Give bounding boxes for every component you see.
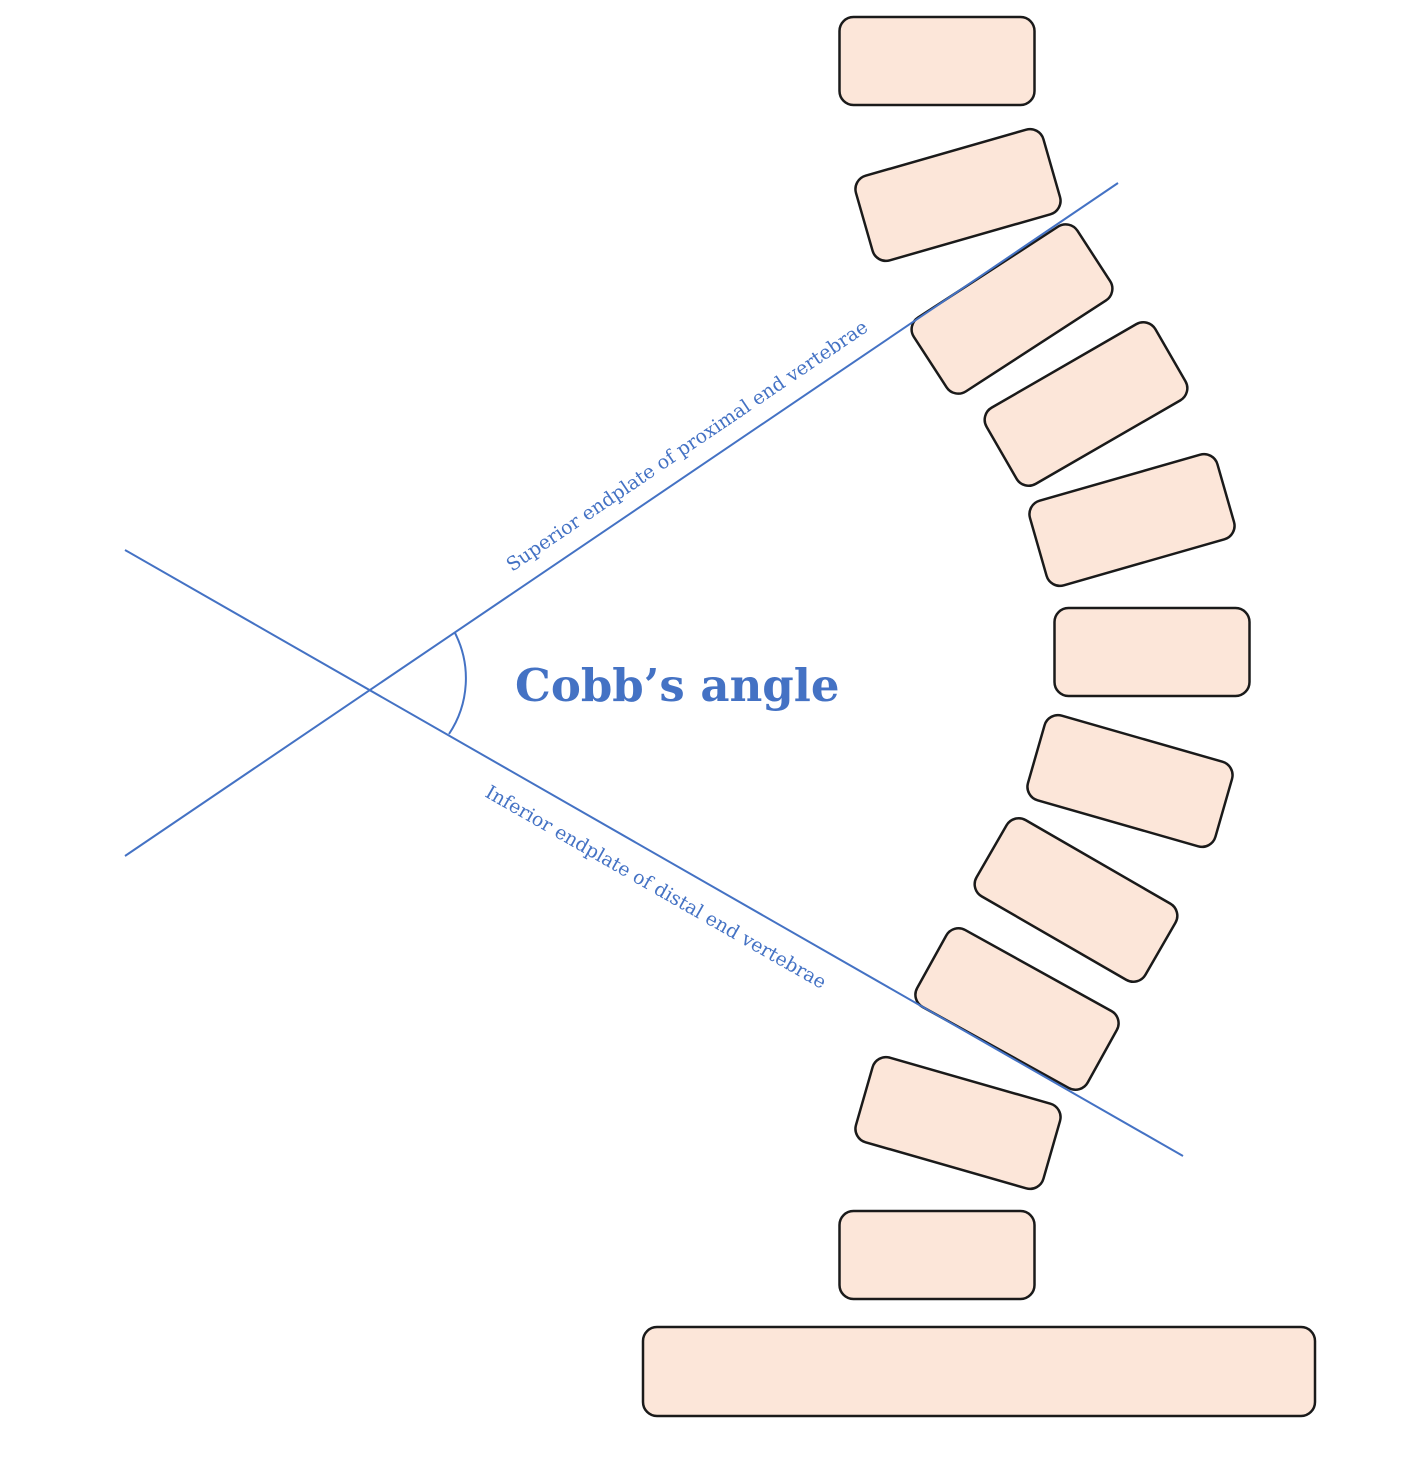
- vertebra-11: [838, 1209, 1036, 1301]
- vertebra-2: [854, 127, 1062, 263]
- inferior-endplate-label: Inferior endplate of distal end vertebra…: [482, 781, 830, 993]
- vertebra-6: [1053, 606, 1251, 698]
- vertebra-10: [854, 1055, 1062, 1191]
- vertebra-7: [1026, 713, 1234, 849]
- vertebra-8: [973, 817, 1179, 983]
- vertebra-5: [1028, 452, 1236, 588]
- superior-endplate-line: [124, 182, 1119, 857]
- cobb-angle-title: Cobb’s angle: [515, 659, 840, 712]
- sacrum: [641, 1325, 1317, 1418]
- vertebra-1: [838, 15, 1036, 107]
- vertebra-9: [914, 927, 1120, 1091]
- superior-endplate-label: Superior endplate of proximal end verteb…: [502, 316, 872, 576]
- spine: [641, 15, 1317, 1418]
- inferior-endplate-line: [124, 549, 1184, 1157]
- cobb-angle-arc: [448, 632, 467, 735]
- vertebra-4: [983, 321, 1189, 487]
